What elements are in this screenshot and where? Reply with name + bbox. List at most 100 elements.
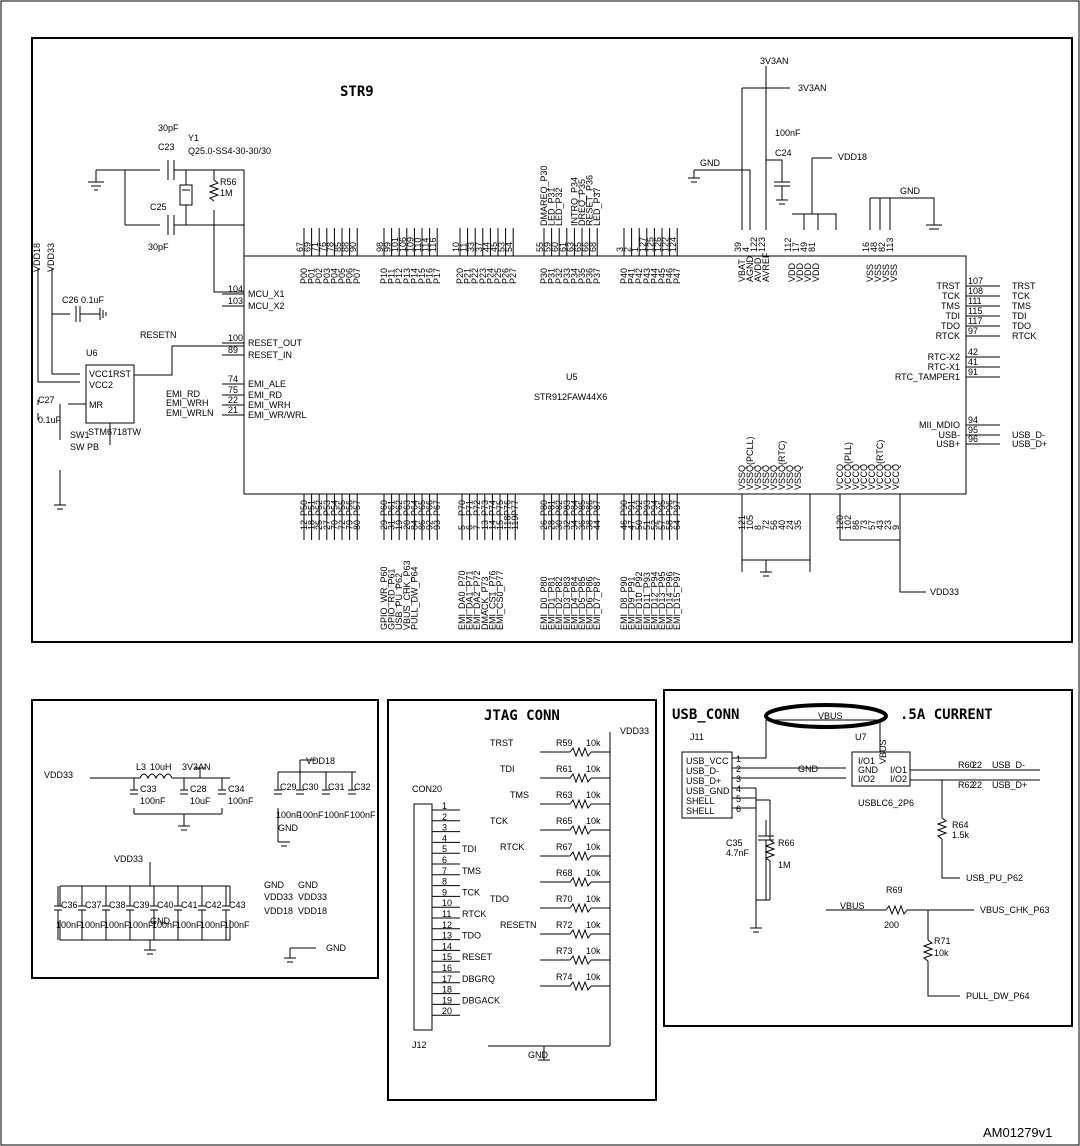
jtag-pin-net: RTCK	[462, 909, 486, 919]
j11-label: J11	[690, 732, 704, 742]
cap-ref: C39	[133, 900, 150, 910]
u5-top-pin-num: 90	[348, 242, 358, 252]
u5-top-power-num: 48	[869, 242, 879, 252]
u5-right-pin-net: TCK	[1012, 291, 1030, 301]
r56-symbol	[208, 179, 220, 202]
u5-top-pin-num: 110	[413, 238, 423, 252]
jtag-pin-num: 13	[442, 931, 452, 941]
u5-bottom-power-name: VCCQ(RTC)	[875, 440, 885, 490]
u5-bottom-pin-name: P62	[394, 500, 404, 516]
u5-top-pin-num: 124	[668, 237, 678, 252]
u5-right-pin-num: 96	[968, 434, 978, 444]
c25-ref: C25	[150, 202, 167, 212]
usb-conn-pin-name: USB_GND	[686, 786, 730, 796]
r69-value: 200	[884, 920, 899, 930]
u5-top-pin-name: P17	[432, 268, 442, 284]
u5-bottom-pin-name: P53	[322, 500, 332, 516]
u7-part: USBLC6_2P6	[858, 798, 914, 808]
r56-value: 1M	[220, 188, 233, 198]
v3an-power: 3V3AN	[182, 762, 211, 772]
u5-bottom-pin-num: 118	[503, 516, 513, 530]
u5-bottom-pin-net: EMI_D8_P90	[619, 576, 629, 630]
u7-pin-vbus: VBUS	[878, 739, 888, 764]
u5-top-power-num: 122	[749, 237, 759, 252]
jtag-pin-num: 12	[442, 920, 452, 930]
u5-bottom-pin-num: 52	[649, 520, 659, 530]
cap-value: 100nF	[350, 810, 376, 820]
u5-bottom-pin-num: 64	[672, 520, 682, 530]
u5-bottom-pin-name: P70	[457, 500, 467, 516]
jtag-pin-num: 7	[442, 866, 447, 876]
jtag-pin-num: 3	[442, 823, 447, 833]
cap-value: 100nF	[104, 920, 130, 930]
u5-bottom-pin-net: EMI_D4_P84	[569, 576, 579, 630]
jtag-pin-num: 5	[442, 844, 447, 854]
u6-wiring	[54, 345, 244, 510]
u5-left-net: EMI_RD	[166, 389, 201, 399]
jtag-resistor-symbol	[569, 798, 592, 810]
u5-top-pin-name: P04	[329, 268, 339, 284]
usb-vbus-top: VBUS	[818, 711, 843, 721]
u5-bottom-pin-num: 6	[465, 525, 475, 530]
u5-top-pin-num: 53	[497, 242, 507, 252]
u5-top-pin-num: 76	[318, 242, 328, 252]
jtag-pin-num: 16	[442, 963, 452, 973]
u5-bottom-pin-name: P57	[352, 500, 362, 516]
jtag-resistor-net: RESETN	[500, 920, 537, 930]
u5-bottom-pin-net: USB_PU_P62	[394, 573, 404, 630]
u5-bottom-power-name: VCCQ	[835, 464, 845, 490]
u5-left-pin-num: 100	[228, 333, 243, 343]
u5-top-pin-name: P11	[387, 269, 397, 284]
l3-ref: L3	[136, 762, 146, 772]
u5-top-pin-name: P30	[539, 268, 549, 284]
u5-bottom-pins: P5012P5118P5225P5327P5470P5572P5679P5780…	[299, 436, 901, 630]
jtag-resistor-ref: R74	[556, 972, 573, 982]
u5-top-pin-num: 3	[615, 247, 625, 252]
c26-label: C26 0.1uF	[62, 295, 105, 305]
u5-top-power-name: VSS	[889, 264, 899, 282]
usb-title-b: .5A CURRENT	[900, 707, 993, 723]
jtag-resistor-symbol	[569, 902, 592, 914]
u5-bottom-pin-num: 31	[387, 520, 397, 530]
jtag-resistor-symbol	[569, 876, 592, 888]
power-cap-plates	[130, 789, 356, 795]
u5-bottom-power-num: 73	[859, 520, 869, 530]
u5-top-pin-name: P02	[314, 268, 324, 284]
c35-ref: C35	[726, 838, 743, 848]
u5-top-pin-name: P31	[547, 268, 557, 284]
u5-top-pin-net: INTRQ_P34	[569, 177, 579, 226]
u5-bottom-pin-name: P76	[503, 500, 513, 516]
u5-top-pin-num: 69	[303, 242, 313, 252]
j12-label: J12	[412, 1040, 427, 1050]
u5-top-pin-num: 99	[383, 242, 393, 252]
u5-bottom-pin-num: 47	[627, 520, 637, 530]
u5-right-pin-net: TMS	[1012, 301, 1031, 311]
u5-top-pin-name: P10	[379, 268, 389, 284]
u5-bottom-pin-num: 36	[577, 520, 587, 530]
u5-ref: U5	[566, 372, 578, 382]
u5-bottom-pin-num: 119	[510, 516, 520, 530]
usb-conn-pin-name: SHELL	[686, 806, 715, 816]
u5-bottom-power-name: VSSQ	[785, 465, 795, 490]
c24-value: 100nF	[775, 128, 801, 138]
u5-bottom-pin-net: DMACK_P73	[480, 576, 490, 630]
u5-right-pin-num: 107	[968, 276, 983, 286]
u5-top-pin-name: P27	[508, 268, 518, 284]
u5-top-pin-name: P12	[394, 268, 404, 284]
u6-ref: U6	[86, 348, 98, 358]
u5-top-pin-name: P34	[569, 268, 579, 284]
u5-top-pin-num: 68	[588, 242, 598, 252]
jtag-pin-net: DBGACK	[462, 995, 500, 1005]
u5-right-pin-name: TCK	[942, 291, 960, 301]
cap-value: 100nF	[276, 810, 302, 820]
vdd18-net: VDD18	[838, 152, 867, 162]
u5-bottom-pin-name: P51	[307, 500, 317, 516]
legend-vdd33: VDD33	[264, 892, 293, 902]
u5-bottom-pin-num: 19	[394, 520, 404, 530]
u5-right-pin-name: RTC_TAMPER1	[895, 372, 960, 382]
u5-right-pin-net: USB_D-	[1012, 430, 1045, 440]
u5-top-pin-num: 71	[310, 242, 320, 252]
u5-bottom-pin-num: 80	[352, 520, 362, 530]
l3-value: 10uH	[150, 762, 172, 772]
jtag-pin-num: 2	[442, 812, 447, 822]
